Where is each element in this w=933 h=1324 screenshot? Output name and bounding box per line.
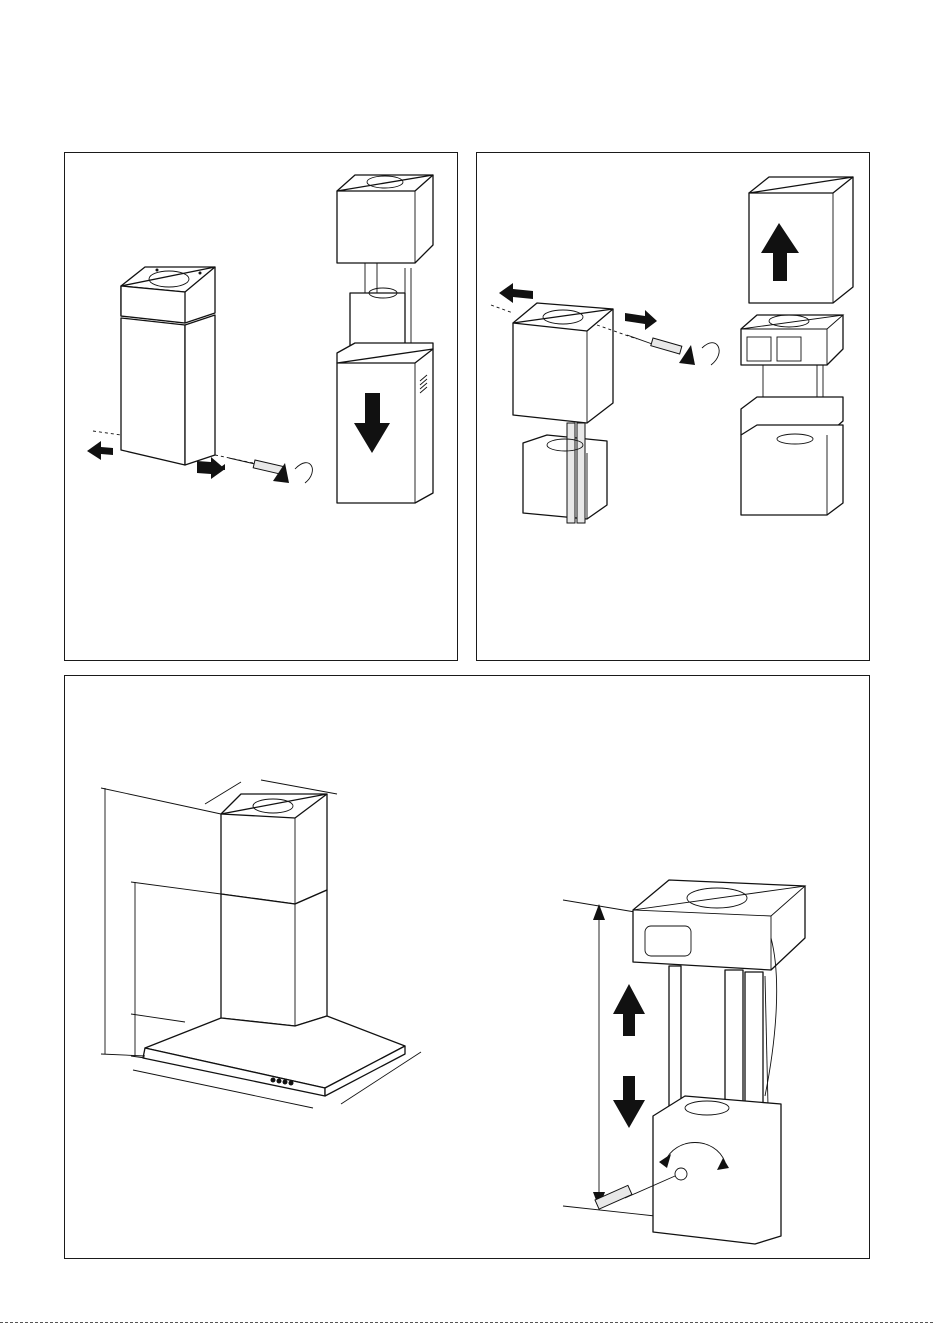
- outer-cover: [749, 177, 853, 303]
- chimney-removal-illustration: [65, 153, 459, 662]
- arrow-up-icon: [613, 984, 645, 1036]
- upper-chimney-section: [513, 303, 613, 523]
- screwdriver-icon: [627, 335, 682, 354]
- figure-panel-height-adjustment: [64, 675, 870, 1259]
- telescopic-frame-adjust: [563, 880, 805, 1244]
- arrow-left-icon: [87, 441, 113, 460]
- screwdriver-icon: [229, 458, 284, 475]
- arrow-left-icon: [499, 283, 533, 303]
- page-cut-line: [0, 1322, 933, 1323]
- figure-panel-chimney-removal: [64, 152, 458, 661]
- range-hood-dimensions: [101, 780, 421, 1108]
- chimney-cover-right: [337, 175, 433, 503]
- chimney-cover-left: [121, 267, 215, 465]
- arrow-down-icon: [613, 1076, 645, 1128]
- telescopic-frame: [741, 315, 843, 515]
- figure-panel-frame-disassembly: [476, 152, 870, 661]
- rotate-arrow-icon: [295, 463, 312, 483]
- arrow-right-icon: [625, 310, 657, 330]
- frame-disassembly-illustration: [477, 153, 871, 662]
- rotate-arrow-icon: [702, 343, 719, 365]
- height-adjustment-illustration: [65, 676, 871, 1260]
